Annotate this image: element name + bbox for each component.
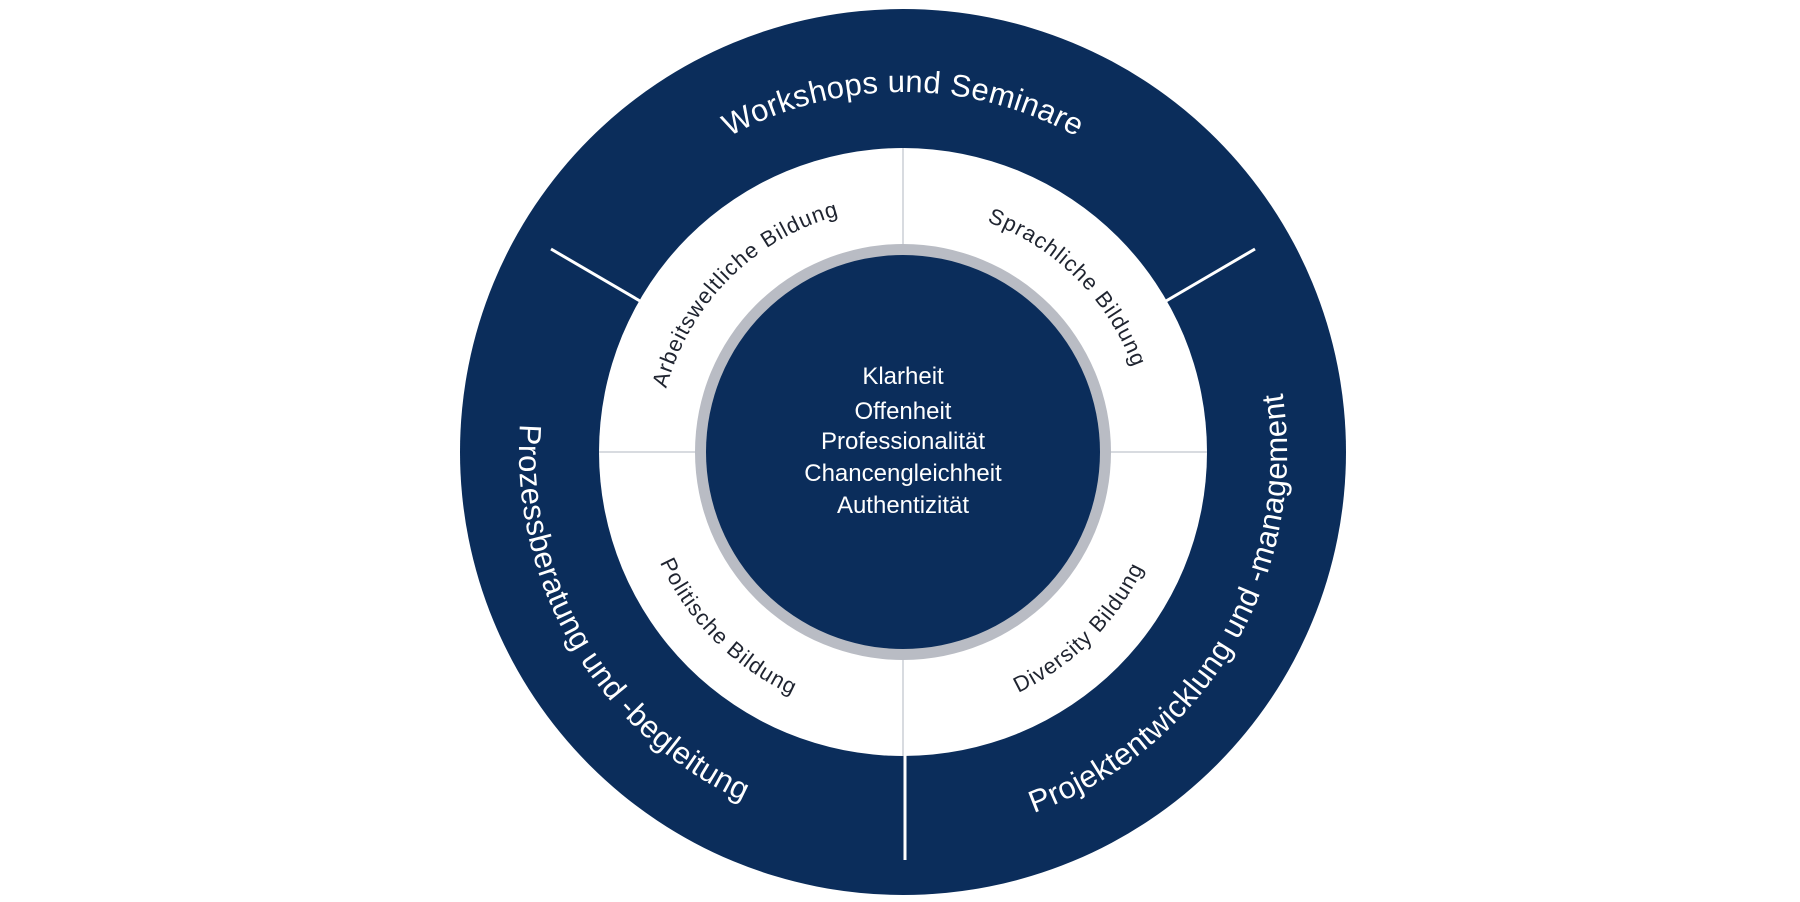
outer-divider-left (550, 247, 641, 303)
core-value: Klarheit (862, 363, 944, 390)
core-circle (706, 255, 1100, 649)
core-value: Offenheit (855, 398, 952, 425)
outer-divider-right (1165, 247, 1256, 303)
core-value: Chancengleichheit (804, 460, 1002, 487)
core-value: Authentizität (837, 492, 969, 519)
core-value: Professionalität (821, 428, 985, 455)
